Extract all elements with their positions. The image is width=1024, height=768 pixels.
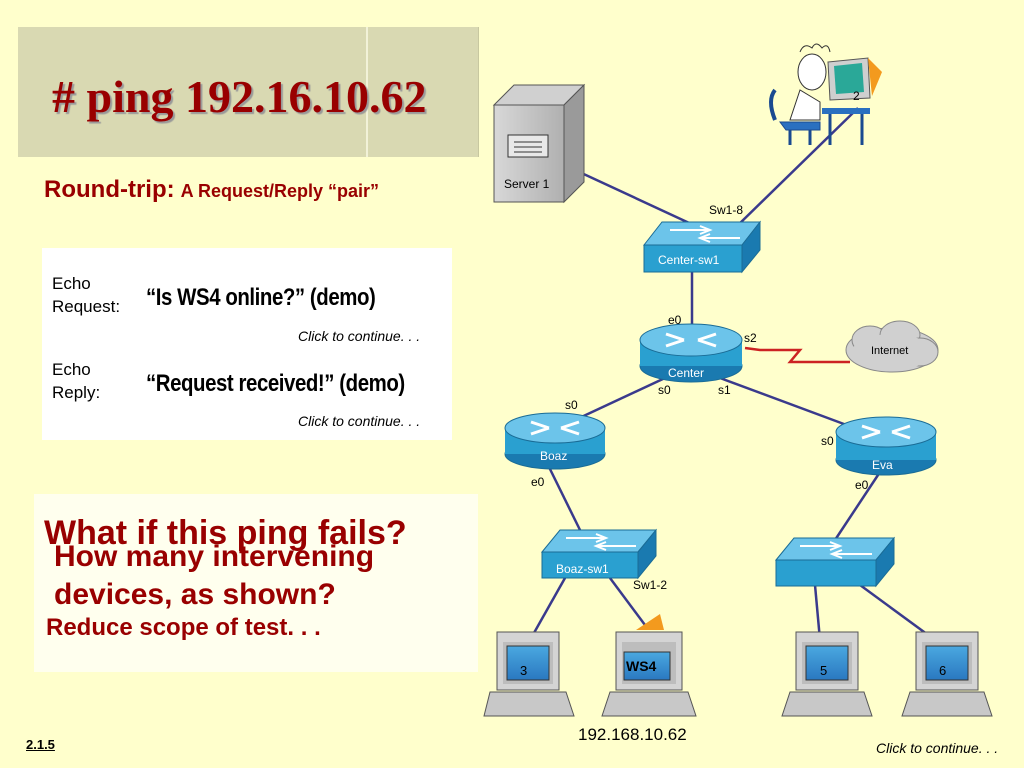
roundtrip-main: Round-trip: [44,176,175,203]
center-switch-port: Sw1-8 [709,203,743,217]
ping-fails-question: What if this ping fails? [44,514,407,552]
center-s0-label: s0 [658,383,671,397]
echo-request-click[interactable]: Click to continue. . . [298,328,421,344]
boaz-e0-label: e0 [531,475,545,489]
echo-reply-label-line1: Echo [52,360,91,379]
eva-router-label: Eva [872,458,893,472]
link-boaz-switch [546,464,582,531]
slide-title: # ping 192.16.10.62 [52,71,427,122]
echo-request-message: “Is WS4 online?” (demo) [146,284,376,311]
internet-cloud-icon[interactable] [845,320,939,373]
echo-reply-message: “Request received!” (demo) [146,370,405,397]
center-e0-label: e0 [668,313,682,327]
reduce-scope-text: Reduce scope of test. . . [46,614,321,641]
ws4-ip-address: 192.168.10.62 [578,725,687,744]
ws3-label: 3 [520,663,527,678]
workstation-ws4[interactable] [601,614,697,717]
center-router[interactable] [639,323,743,383]
ws5-label: 5 [820,663,827,678]
continue-link[interactable]: Click to continue. . . [876,740,999,756]
intervening-question-line2: devices, as shown? [54,578,336,611]
boaz-switch-port: Sw1-2 [633,578,667,592]
workstation-3[interactable] [483,631,575,717]
boaz-router-label: Boaz [540,449,567,463]
center-switch[interactable] [642,220,762,274]
ws6-label: 6 [939,663,946,678]
eva-switch[interactable] [774,536,896,588]
slide-number: 2.1.5 [26,737,55,752]
boaz-router[interactable] [504,412,606,470]
link-center-boaz [574,376,666,422]
link-boazsw-ws4 [608,577,647,626]
center-s2-label: s2 [744,331,757,345]
center-router-label: Center [668,366,704,380]
echo-reply-label: Echo Reply: [52,358,100,404]
user-monitor-number: 2 [853,89,860,103]
boaz-switch-label: Boaz-sw1 [556,562,609,576]
server-label: Server 1 [504,177,550,191]
question-panel [34,494,478,672]
boaz-s0-label: s0 [565,398,578,412]
eva-s0-label: s0 [821,434,834,448]
link-evasw-ws5 [813,584,822,641]
link-switch-user [734,107,859,229]
workstation-6[interactable] [901,631,993,717]
workstation-5[interactable] [781,631,873,717]
echo-panel: Echo Request: “Is WS4 online?” (demo) Cl… [42,248,452,440]
center-s1-label: s1 [718,383,731,397]
title-panel [18,27,479,157]
user-workstation-icon[interactable] [769,43,882,145]
server-1[interactable] [492,83,586,204]
center-switch-label: Center-sw1 [658,253,720,267]
internet-label: Internet [871,345,908,357]
link-center-eva [719,376,861,432]
echo-reply-click[interactable]: Click to continue. . . [298,413,421,429]
roundtrip-heading: Round-trip:A Request/Reply “pair” [44,176,379,204]
boaz-switch[interactable] [540,528,658,580]
eva-e0-label: e0 [855,478,869,492]
echo-request-label: Echo Request: [52,272,120,318]
link-center-internet [744,346,850,364]
ws4-label: WS4 [626,658,657,674]
echo-reply-label-line2: Reply: [52,383,101,402]
echo-request-label-line2: Request: [52,297,121,316]
roundtrip-sub: A Request/Reply “pair” [180,181,380,201]
link-boazsw-ws3 [528,577,567,641]
network-links [528,107,936,642]
link-server-switch [574,168,701,230]
intervening-question-line1: How many intervening [54,540,375,573]
eva-router[interactable] [835,416,937,476]
link-evasw-ws6 [859,583,936,642]
echo-request-label-line1: Echo [52,274,91,293]
link-eva-switch [833,471,882,541]
